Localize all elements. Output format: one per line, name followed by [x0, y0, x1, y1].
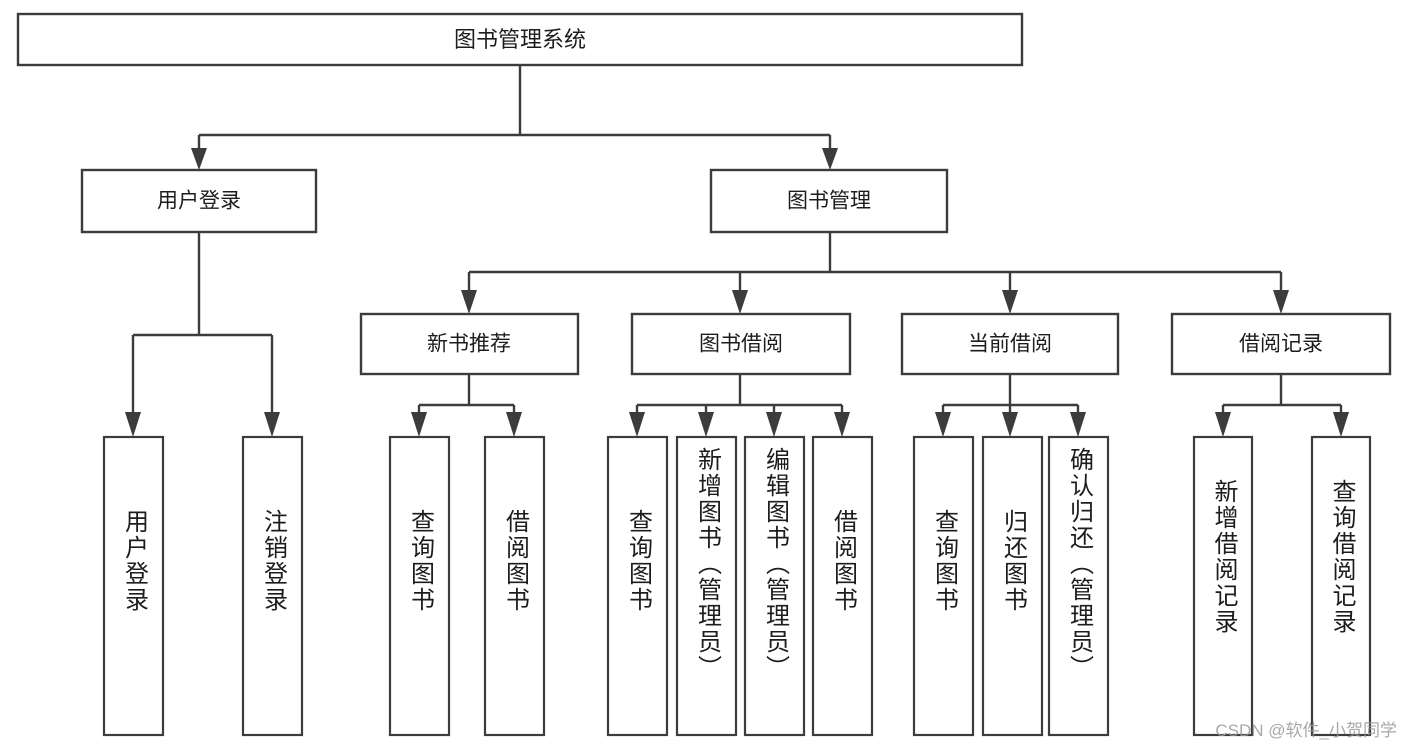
node-label-root: 图书管理系统 — [454, 27, 586, 52]
arrow-br-leaf1 — [1215, 412, 1231, 437]
nodes-layer: 图书管理系统 用户登录 图书管理 新书推荐 图书借阅 当前借阅 借阅记录 — [16, 12, 1392, 737]
node-label-current-borrow: 当前借阅 — [968, 333, 1052, 356]
node-box-borrow-record[interactable] — [1170, 312, 1392, 376]
node-label-user-login: 用户登录 — [157, 190, 241, 213]
leaf-box-book-borrow-0[interactable] — [606, 435, 669, 737]
node-box-user-login[interactable] — [80, 168, 318, 234]
leaf-box-new-book-0[interactable] — [388, 435, 451, 737]
arrow-cb-leaf1 — [935, 412, 951, 437]
arrow-bb-leaf1 — [629, 412, 645, 437]
arrow-bb-leaf4 — [834, 412, 850, 437]
node-label-borrow-record: 借阅记录 — [1239, 333, 1323, 356]
arrow-nbr-leaf1 — [411, 412, 427, 437]
leaf-box-new-book-1[interactable] — [483, 435, 546, 737]
node-label-new-book-recommend: 新书推荐 — [427, 333, 511, 356]
leaf-box-book-borrow-2[interactable] — [743, 435, 806, 737]
arrow-current-borrow — [1002, 290, 1018, 314]
leaf-box-book-borrow-3[interactable] — [811, 435, 874, 737]
node-box-book-borrow[interactable] — [630, 312, 852, 376]
arrow-ul-leaf1 — [125, 412, 141, 437]
leaf-box-book-borrow-1[interactable] — [675, 435, 738, 737]
arrow-user-login — [191, 148, 207, 170]
node-label-book-manage: 图书管理 — [787, 190, 871, 213]
arrow-cb-leaf3 — [1070, 412, 1086, 437]
leaf-box-current-borrow-1[interactable] — [981, 435, 1044, 737]
node-box-root[interactable] — [16, 12, 1024, 67]
arrow-nbr-leaf2 — [506, 412, 522, 437]
leaf-box-user-login-0[interactable] — [102, 435, 165, 737]
node-box-current-borrow[interactable] — [900, 312, 1120, 376]
arrow-bb-leaf3 — [766, 412, 782, 437]
arrow-cb-leaf2 — [1002, 412, 1018, 437]
arrow-new-book — [461, 290, 477, 314]
leaf-box-borrow-record-0[interactable] — [1192, 435, 1254, 737]
arrow-ul-leaf2 — [264, 412, 280, 437]
arrow-borrow-record — [1273, 290, 1289, 314]
arrow-bb-leaf2 — [698, 412, 714, 437]
node-box-book-manage[interactable] — [709, 168, 949, 234]
leaf-box-user-login-1[interactable] — [241, 435, 304, 737]
leaf-box-current-borrow-2[interactable] — [1047, 435, 1110, 737]
leaf-box-borrow-record-1[interactable] — [1310, 435, 1372, 737]
node-box-new-book-recommend[interactable] — [359, 312, 580, 376]
edges-layer — [125, 65, 1349, 437]
arrow-br-leaf2 — [1333, 412, 1349, 437]
node-label-book-borrow: 图书借阅 — [699, 333, 783, 356]
arrow-book-borrow — [732, 290, 748, 314]
leaf-box-current-borrow-0[interactable] — [912, 435, 975, 737]
arrow-book-manage — [822, 148, 838, 170]
